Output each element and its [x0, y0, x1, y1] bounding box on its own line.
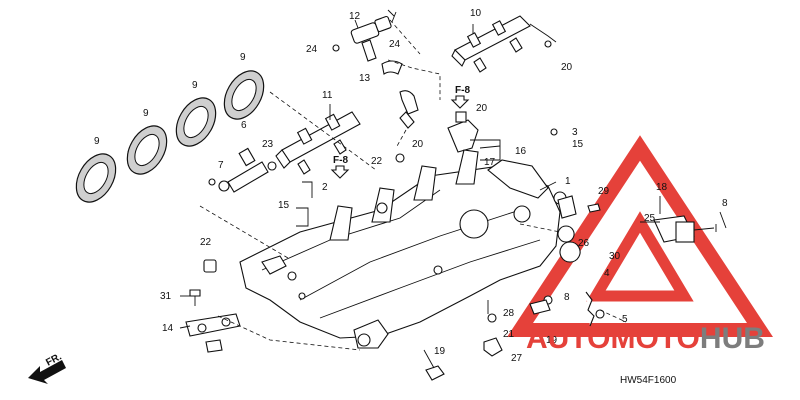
callout-22a: 22 [200, 237, 212, 248]
callout-19b: 19 [546, 335, 558, 346]
callout-5: 5 [622, 314, 628, 325]
callout-9c: 9 [192, 80, 198, 91]
callout-12: 12 [349, 11, 361, 22]
leader-lines [179, 19, 661, 351]
o-ring [175, 97, 217, 147]
watermark-text: AUTOMOTOHUB [526, 322, 765, 355]
o-ring [126, 125, 168, 175]
callout-11: 11 [322, 90, 333, 101]
callout-19a: 19 [434, 346, 446, 357]
callout-15b: 15 [572, 139, 584, 150]
callout-28: 28 [503, 308, 515, 319]
ref-label-f8-lower: F-8 [333, 155, 348, 166]
intake-manifold [239, 149, 567, 349]
callout-18: 18 [656, 182, 668, 193]
callout-3: 3 [572, 127, 578, 138]
small-parts [185, 128, 727, 381]
callout-21: 21 [503, 329, 515, 340]
diagram-code: HW54F1600 [620, 375, 677, 386]
callout-8b: 8 [564, 292, 570, 303]
callout-26: 26 [578, 238, 590, 249]
o-ring [75, 153, 117, 203]
callout-9d: 9 [240, 52, 246, 63]
ref-label-f8-upper: F-8 [455, 85, 470, 96]
callout-20a: 20 [561, 62, 573, 73]
callout-20c: 20 [412, 139, 424, 150]
callout-labels: 1 2 3 4 5 6 7 8 8 9 9 9 9 10 11 12 13 14… [94, 8, 728, 364]
watermark-moto: MOTO [610, 322, 699, 355]
callout-6: 6 [241, 120, 247, 131]
callout-22b: 22 [371, 156, 383, 167]
callout-9b: 9 [143, 108, 149, 119]
callout-15a: 15 [278, 200, 290, 211]
callout-1: 1 [565, 176, 571, 187]
callout-17: 17 [484, 157, 496, 168]
callout-7: 7 [218, 160, 224, 171]
callout-25: 25 [644, 213, 656, 224]
callout-30: 30 [609, 251, 621, 262]
fuel-injector [218, 147, 277, 193]
callout-24b: 24 [389, 39, 401, 50]
callout-14: 14 [162, 323, 174, 334]
callout-23: 23 [262, 139, 274, 150]
callout-2: 2 [322, 182, 328, 193]
fuel-rail-upper [451, 15, 557, 73]
o-ring-group [75, 70, 265, 203]
callout-13: 13 [359, 73, 371, 84]
pulse-damper [332, 9, 441, 129]
watermark-auto: AUTO [526, 322, 610, 355]
callout-27: 27 [511, 353, 523, 364]
front-marker: FR. [28, 351, 66, 384]
o-ring [223, 70, 265, 120]
callout-29: 29 [598, 186, 610, 197]
callout-4: 4 [604, 268, 610, 279]
callout-24a: 24 [306, 44, 318, 55]
callout-20b: 20 [476, 103, 488, 114]
callout-31: 31 [160, 291, 172, 302]
callout-16: 16 [515, 146, 527, 157]
ref-arrow-upper [450, 95, 470, 109]
watermark-hub: HUB [700, 322, 765, 355]
callout-10: 10 [470, 8, 482, 19]
callout-9a: 9 [94, 136, 100, 147]
ref-arrow-lower [330, 165, 350, 179]
watermark-triangle [507, 135, 773, 337]
callout-8a: 8 [722, 198, 728, 209]
